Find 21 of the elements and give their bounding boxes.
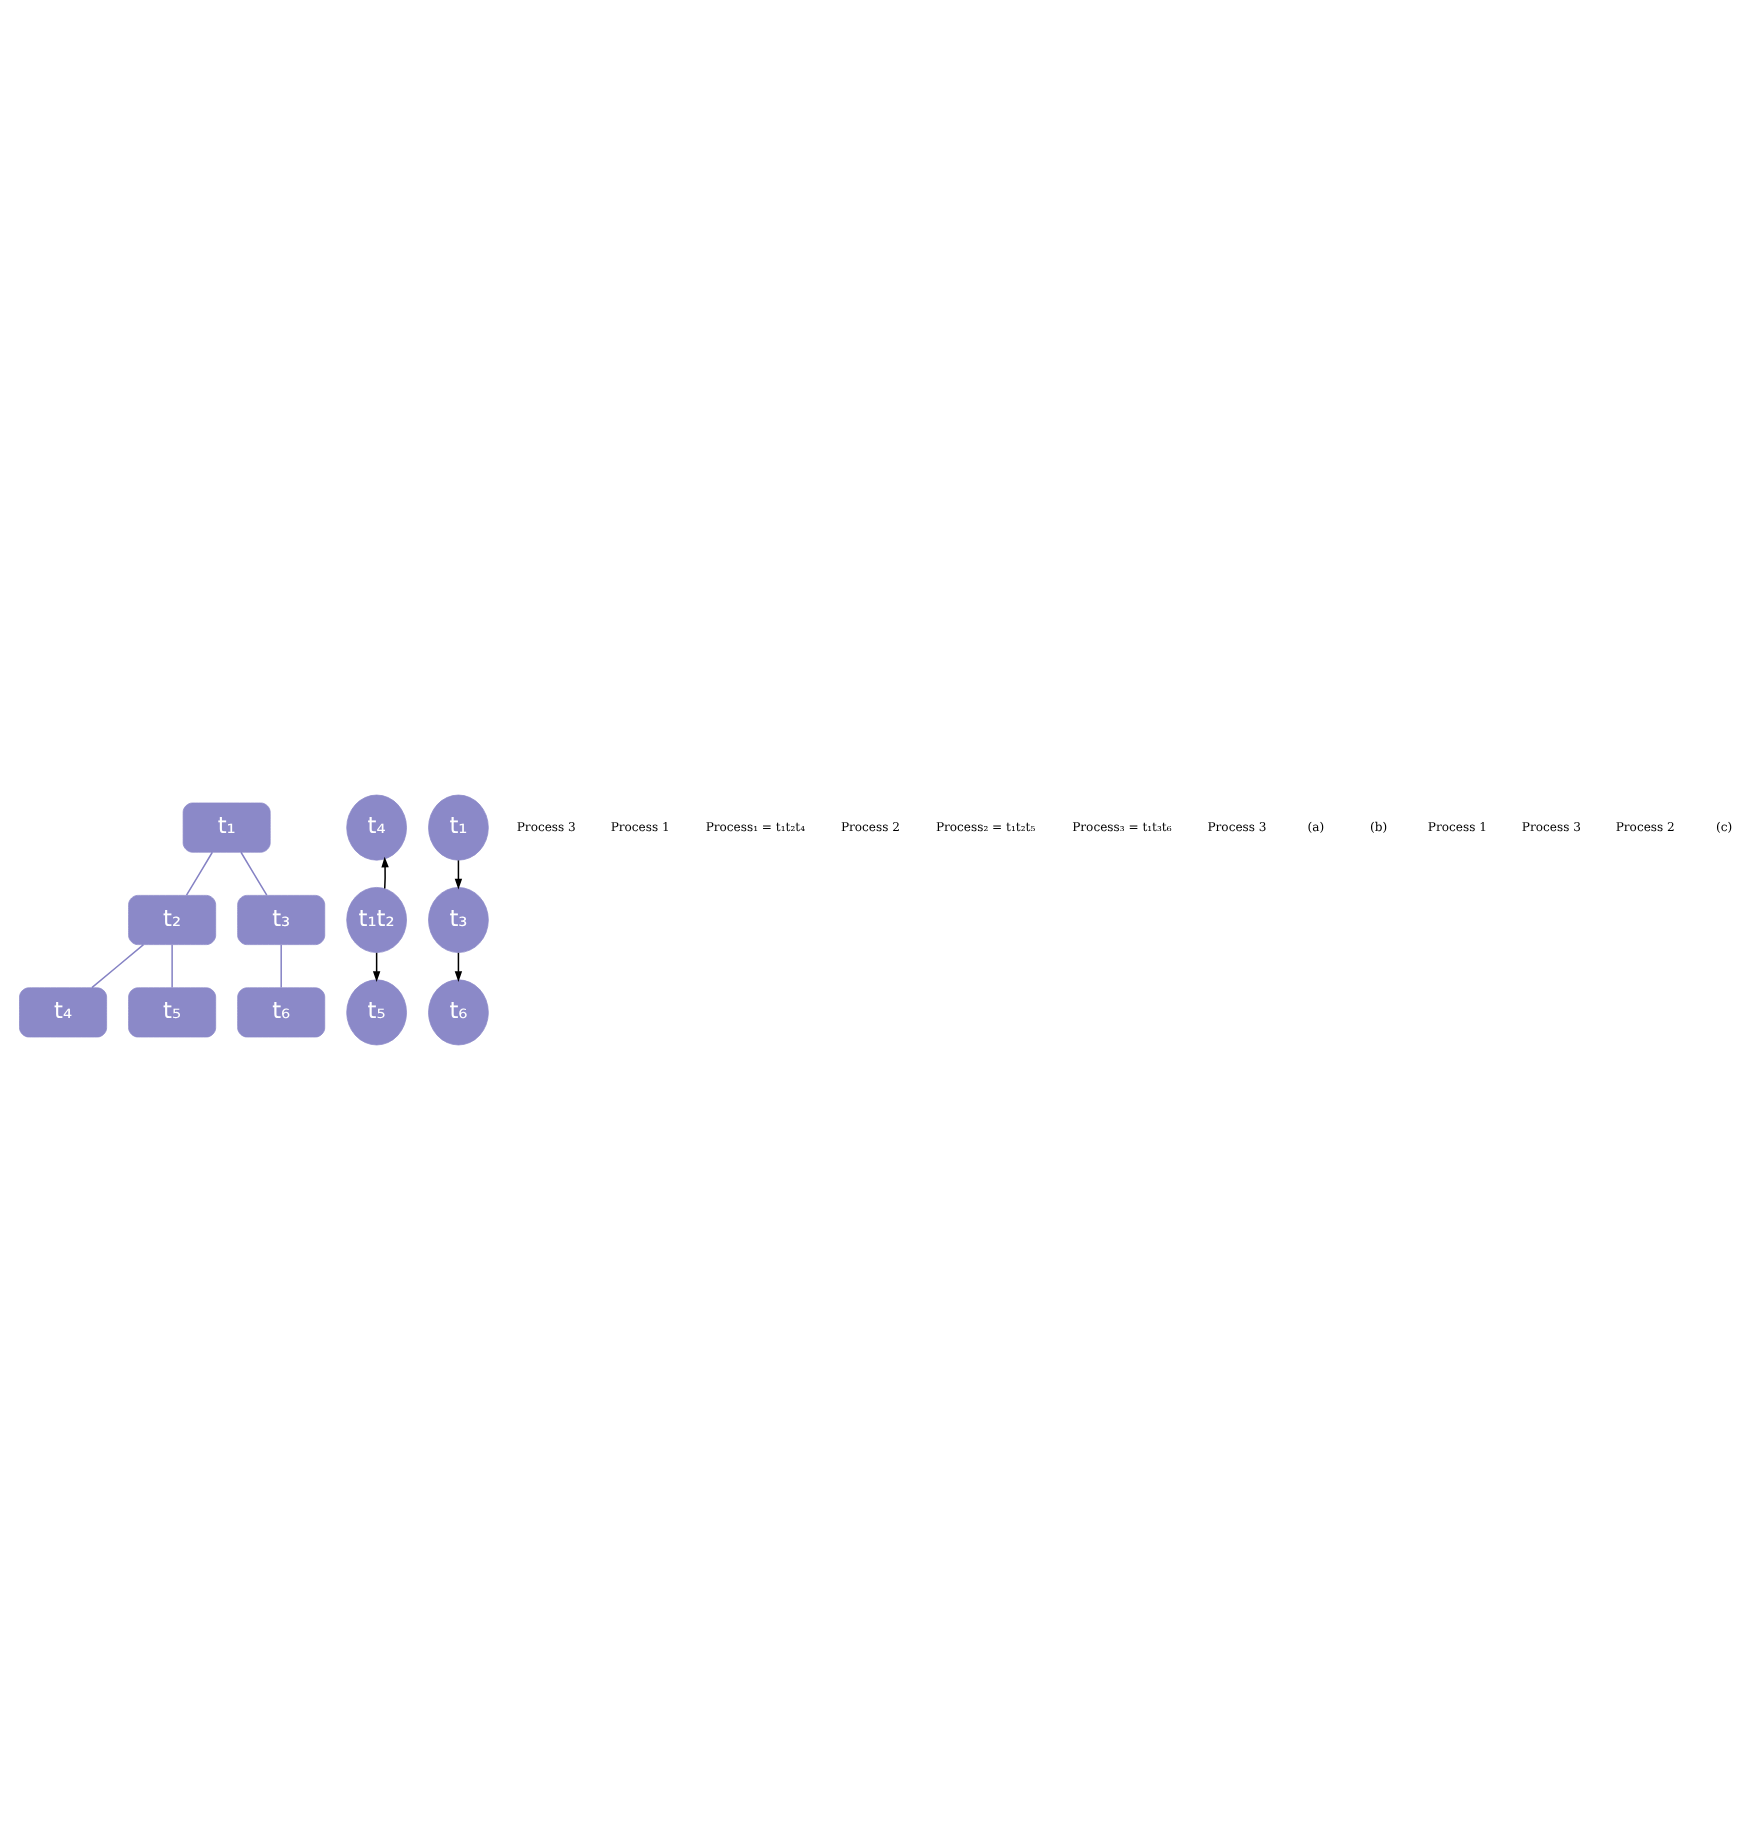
connector: [280, 943, 282, 989]
node-box: t₁: [182, 802, 271, 853]
arrow: [372, 952, 381, 982]
node-box: t₃: [237, 895, 326, 945]
node-circle: t₆: [428, 979, 489, 1046]
arrow: [454, 859, 463, 890]
connector: [240, 851, 268, 896]
node-circle: t₅: [346, 979, 407, 1046]
arrow: [381, 856, 389, 890]
node-box: t₆: [237, 987, 326, 1038]
connector: [91, 943, 145, 989]
connector: [171, 943, 173, 989]
node-circle: t₁: [428, 794, 489, 861]
connector: [185, 851, 214, 896]
node-circle: t₁t₂: [346, 887, 407, 953]
arrow: [454, 952, 463, 982]
node-box: t₅: [128, 987, 217, 1038]
node-circle: t₃: [428, 887, 489, 953]
node-box: t₂: [128, 895, 217, 945]
node-box: t₄: [19, 987, 107, 1038]
node-circle: t₄: [346, 794, 407, 861]
